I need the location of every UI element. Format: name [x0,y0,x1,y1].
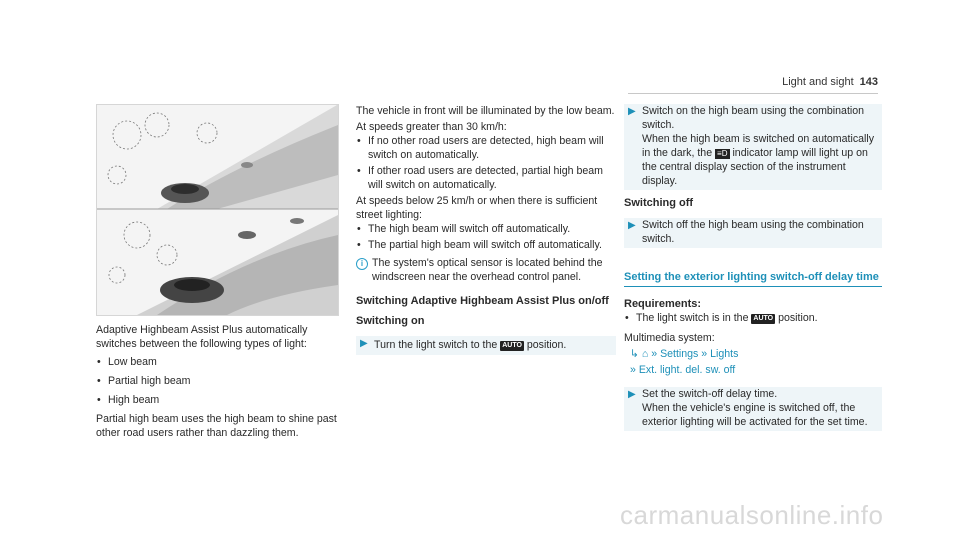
watermark: carmanualsonline.info [620,500,884,530]
paragraph: The vehicle in front will be illuminated… [356,105,615,117]
step-text: Switch off the high beam using the combi… [642,219,864,245]
step-set-delay: ▶ Set the switch-off delay time. When th… [624,387,882,431]
step-switch-on: ▶ Turn the light switch to the AUTO posi… [356,336,616,355]
paragraph: At speeds below 25 km/h or when there is… [356,195,598,221]
column-2: The vehicle in front will be illuminated… [356,104,616,355]
column-3: ▶ Switch on the high beam using the comb… [624,104,882,431]
subheading: Switching on [356,315,425,327]
req-text: position. [778,312,818,324]
double-chevron-icon: » [630,364,636,376]
bullet-list: If no other road users are detected, hig… [356,134,616,192]
list-item: The high beam will switch off automatica… [356,222,616,236]
step-high-beam-off: ▶ Switch off the high beam using the com… [624,218,882,248]
section-title: Setting the exterior lighting switch-off… [624,270,882,287]
step-text: Switch on the high beam using the combin… [642,105,865,131]
list-item: The light switch is in the AUTO position… [624,311,882,325]
step-high-beam-on: ▶ Switch on the high beam using the comb… [624,104,882,190]
auto-key-icon: AUTO [500,341,524,351]
info-text: The system's optical sensor is located b… [372,257,603,283]
double-chevron-icon: » [651,348,658,360]
triangle-right-icon: ▶ [360,338,368,349]
double-chevron-icon: » [701,348,708,360]
list-item: Low beam [96,355,341,369]
auto-key-icon: AUTO [751,314,776,324]
step-text-part: When the high beam is switched on automa… [642,133,875,159]
page-number: 143 [859,76,878,88]
highbeam-illustration [96,104,339,316]
paragraph: At speeds greater than 30 km/h: [356,121,507,133]
info-note: i The system's optical sensor is located… [356,256,616,284]
menu-item-ext-light-delay: Ext. light. del. sw. off [638,364,736,376]
list-item: The partial high beam will switch off au… [356,238,616,252]
intro-text: Adaptive Highbeam Assist Plus automatica… [96,324,308,350]
menu-item-settings: Settings [660,348,699,360]
partial-high-beam-text: Partial high beam uses the high beam to … [96,413,337,439]
list-item: High beam [96,393,341,407]
section-heading: Switching Adaptive Highbeam Assist Plus … [356,295,609,307]
step-text: Turn the light switch to the [374,339,498,351]
step-text: position. [526,339,567,351]
section-name: Light and sight [782,76,854,88]
step-text: When the high beam is switched on automa… [642,132,882,188]
header-divider [628,93,878,94]
step-text-part: indicator lamp will light up on the cent… [642,147,868,187]
menu-path: ↳ ⌂ » Settings » Lights [624,347,882,361]
step-text: Set the switch-off delay time. [642,388,778,400]
list-item: If no other road users are detected, hig… [356,134,616,162]
home-icon: ⌂ [641,348,649,360]
triangle-right-icon: ▶ [628,106,636,117]
req-text: The light switch is in the [636,312,749,324]
list-item: Partial high beam [96,374,341,388]
light-types-list: Low beam Partial high beam High beam [96,355,341,407]
return-arrow-icon: ↳ [630,348,639,360]
column-1: Adaptive Highbeam Assist Plus automatica… [96,323,341,440]
bullet-list: The high beam will switch off automatica… [356,222,616,252]
info-icon: i [356,258,368,270]
menu-item-lights: Lights [710,348,739,360]
step-text: When the vehicle's engine is switched of… [642,402,868,428]
menu-path-2: » Ext. light. del. sw. off [624,363,882,377]
triangle-right-icon: ▶ [628,220,636,231]
requirements-heading: Requirements: [624,298,702,310]
page-header: Light and sight 143 [782,76,878,88]
high-beam-icon: ≡D [715,149,730,159]
requirements-list: The light switch is in the AUTO position… [624,311,882,325]
triangle-right-icon: ▶ [628,389,636,400]
list-item: If other road users are detected, partia… [356,164,616,192]
road-scene-image [97,105,338,315]
subheading: Switching off [624,197,694,209]
multimedia-label: Multimedia system: [624,332,715,344]
